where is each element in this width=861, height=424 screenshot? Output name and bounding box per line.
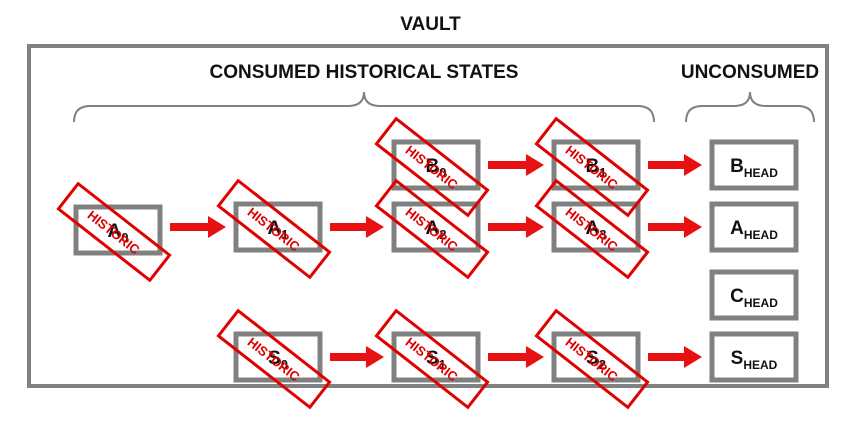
state-label-base: A — [426, 218, 440, 239]
state-box-frame — [551, 331, 641, 383]
state-box-shead: SHEAD — [709, 331, 799, 383]
state-label: B1 — [586, 156, 607, 180]
state-label-base: B — [586, 156, 600, 177]
state-box-chead: CHEAD — [709, 269, 799, 321]
state-label-subscript: 0 — [121, 230, 128, 245]
transition-arrow-a1-a2 — [330, 216, 384, 238]
arrow-head — [684, 216, 702, 238]
state-label-subscript: HEAD — [744, 228, 778, 242]
arrow-head — [526, 154, 544, 176]
state-label-base: A — [586, 218, 600, 239]
state-label-base: S — [268, 348, 281, 369]
state-label-subscript: 0 — [439, 165, 446, 180]
state-label-subscript: 2 — [439, 227, 446, 242]
transition-arrow-a2-a3 — [488, 216, 544, 238]
state-label-subscript: 1 — [599, 165, 606, 180]
state-label-base: C — [730, 286, 744, 307]
transition-arrow-a3-ahead — [648, 216, 702, 238]
historic-stamp-border — [374, 178, 490, 280]
transition-arrow-b1-bhead — [648, 154, 702, 176]
state-label-subscript: HEAD — [744, 166, 778, 180]
arrow-head — [526, 346, 544, 368]
unconsumed-brace — [685, 91, 815, 123]
state-box-bhead: BHEAD — [709, 139, 799, 191]
consumed-brace — [73, 91, 655, 123]
consumed-states-title: CONSUMED HISTORICAL STATES — [209, 62, 519, 83]
historic-stamp-border — [216, 308, 332, 410]
state-label-subscript: 2 — [599, 357, 606, 372]
arrow-head — [366, 216, 384, 238]
transition-arrow-b0-b1 — [488, 154, 544, 176]
historic-stamp-border — [374, 308, 490, 410]
state-label-base: A — [108, 221, 122, 242]
state-label: S2 — [586, 348, 606, 372]
state-label-subscript: HEAD — [743, 358, 777, 372]
historic-stamp-border — [534, 116, 650, 218]
state-label-base: B — [426, 156, 440, 177]
historic-stamp-border — [534, 308, 650, 410]
state-label-subscript: 1 — [439, 357, 446, 372]
arrow-head — [684, 346, 702, 368]
unconsumed-title: UNCONSUMED — [680, 62, 820, 83]
vault-frame — [27, 44, 829, 388]
state-label-subscript: 3 — [599, 227, 606, 242]
state-label-base: S — [586, 348, 599, 369]
state-label-base: B — [730, 156, 744, 177]
state-box-frame — [709, 139, 799, 191]
state-label-subscript: 0 — [281, 357, 288, 372]
state-label: AHEAD — [730, 218, 778, 242]
state-label: CHEAD — [730, 286, 778, 310]
state-box-b0: B0 — [391, 139, 481, 191]
state-box-ahead: AHEAD — [709, 201, 799, 253]
state-label-subscript: HEAD — [744, 296, 778, 310]
state-label-base: S — [426, 348, 439, 369]
arrow-head — [366, 346, 384, 368]
historic-stamp-border — [374, 116, 490, 218]
transition-arrow-s2-shead — [648, 346, 702, 368]
state-label-base: S — [731, 348, 744, 369]
state-label-subscript: 1 — [281, 227, 288, 242]
arrow-head — [684, 154, 702, 176]
transition-arrow-a0-a1 — [170, 216, 226, 238]
state-label-base: A — [268, 218, 282, 239]
historic-stamp-border — [56, 181, 172, 283]
state-label: B0 — [426, 156, 447, 180]
transition-arrow-s1-s2 — [488, 346, 544, 368]
state-label: A1 — [268, 218, 289, 242]
state-box-frame — [709, 201, 799, 253]
historic-stamp-border — [216, 178, 332, 280]
arrow-head — [208, 216, 226, 238]
state-label: S0 — [268, 348, 288, 372]
transition-arrow-s0-s1 — [330, 346, 384, 368]
state-box-s2: S2 — [551, 331, 641, 383]
state-label: S1 — [426, 348, 446, 372]
arrow-head — [526, 216, 544, 238]
state-label-base: A — [730, 218, 744, 239]
state-label: SHEAD — [731, 348, 778, 372]
vault-title: VAULT — [400, 14, 461, 35]
state-box-frame — [709, 331, 799, 383]
historic-stamp-border — [534, 178, 650, 280]
state-label: A3 — [586, 218, 607, 242]
state-label: A2 — [426, 218, 447, 242]
state-box-frame — [709, 269, 799, 321]
state-label: BHEAD — [730, 156, 778, 180]
state-label: A0 — [108, 221, 129, 245]
